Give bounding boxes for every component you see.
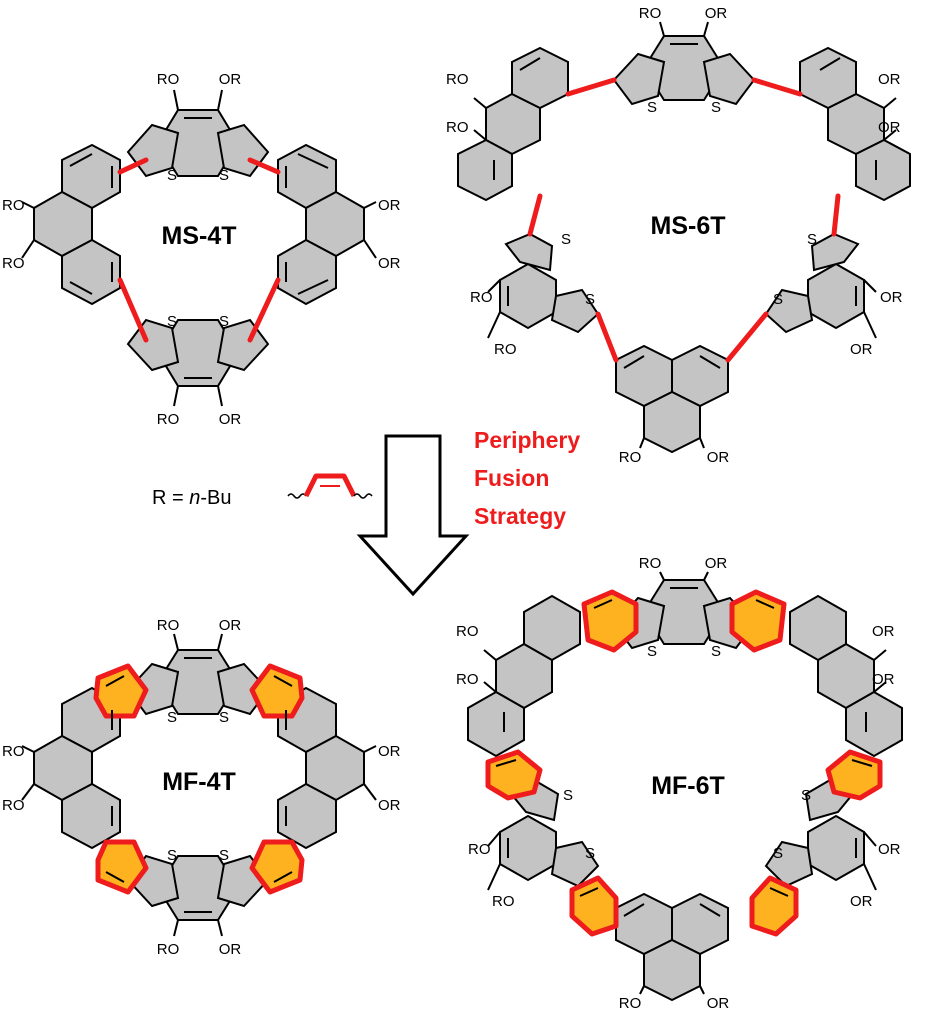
mf4t-rings xyxy=(33,649,365,921)
substituent-label: OR xyxy=(707,449,730,466)
sulfur-atom: S xyxy=(773,845,783,862)
sulfur-atom: S xyxy=(585,845,595,862)
substituent-label: OR xyxy=(707,995,730,1012)
sulfur-atom: S xyxy=(711,643,721,660)
substituent-label: RO xyxy=(468,841,491,858)
substituent-label: RO xyxy=(619,995,642,1012)
substituent-label: OR xyxy=(378,743,401,760)
substituent-label: OR xyxy=(219,71,242,88)
sulfur-atom: S xyxy=(561,231,571,248)
substituent-label: RO xyxy=(2,197,25,214)
ms6t-linkers xyxy=(527,77,841,363)
substituent-label: OR xyxy=(705,555,728,572)
substituent-label: OR xyxy=(880,289,903,306)
substituent-label: RO xyxy=(619,449,642,466)
substituent-label: OR xyxy=(878,841,901,858)
substituent-label: RO xyxy=(470,289,493,306)
molecule-name-ms-6t: MS-6T xyxy=(651,212,726,240)
molecule-ms-6t: RO OR RO RO OR OR RO RO OR OR RO OR S S … xyxy=(446,5,911,466)
substituent-label: RO xyxy=(639,5,662,22)
substituent-label: OR xyxy=(872,671,895,688)
substituent-label: OR xyxy=(378,197,401,214)
sulfur-atom: S xyxy=(585,291,595,308)
sulfur-atom: S xyxy=(167,709,177,726)
reaction-arrow xyxy=(356,434,470,597)
strategy-line: Strategy xyxy=(474,503,566,529)
ms6t-rings xyxy=(457,35,911,454)
mf6t-double-bonds xyxy=(495,587,873,917)
mf4t-substituent-bonds xyxy=(21,633,377,937)
strategy-label: Periphery Fusion Strategy xyxy=(474,427,580,529)
sulfur-atom: S xyxy=(219,847,229,864)
substituent-label: OR xyxy=(378,797,401,814)
sulfur-atom: S xyxy=(647,643,657,660)
substituent-label: OR xyxy=(878,119,901,136)
substituent-label: OR xyxy=(219,411,242,428)
substituent-label: RO xyxy=(157,411,180,428)
ms6t-double-bonds xyxy=(493,43,877,369)
strategy-line: Periphery xyxy=(474,427,580,453)
ms4t-linkers xyxy=(117,157,281,343)
substituent-label: OR xyxy=(378,255,401,272)
molecule-mf-6t: RO OR RO RO OR OR RO RO OR OR RO OR S S … xyxy=(456,555,903,1012)
mf4t-fused-rings xyxy=(93,663,305,895)
substituent-label: OR xyxy=(219,617,242,634)
substituent-label: RO xyxy=(157,941,180,958)
sulfur-atom: S xyxy=(219,313,229,330)
substituent-label: RO xyxy=(456,671,479,688)
substituent-label: RO xyxy=(157,71,180,88)
substituent-label: RO xyxy=(2,797,25,814)
molecule-name-ms-4t: MS-4T xyxy=(162,222,237,250)
substituent-label: OR xyxy=(850,893,873,910)
sulfur-atom: S xyxy=(647,99,657,116)
r-definition: R = n-Bu xyxy=(152,487,232,509)
molecule-name-mf-6t: MF-6T xyxy=(651,772,725,800)
sulfur-atom: S xyxy=(563,787,573,804)
substituent-label: RO xyxy=(2,743,25,760)
butyl-chain-icon xyxy=(287,473,373,499)
strategy-line: Fusion xyxy=(474,465,549,491)
mf4t-double-bonds xyxy=(105,657,293,913)
ms4t-double-bonds xyxy=(69,117,329,379)
down-arrow-icon xyxy=(356,434,470,597)
substituent-label: OR xyxy=(850,341,873,358)
substituent-label: RO xyxy=(639,555,662,572)
ms6t-substituent-bonds xyxy=(473,21,897,449)
substituent-label: RO xyxy=(494,341,517,358)
substituent-label: RO xyxy=(446,119,469,136)
sulfur-atom: S xyxy=(773,291,783,308)
sulfur-atom: S xyxy=(801,787,811,804)
ms4t-substituent-bonds xyxy=(21,89,377,407)
sulfur-atom: S xyxy=(167,167,177,184)
substituent-label: RO xyxy=(157,617,180,634)
substituent-label: RO xyxy=(446,71,469,88)
substituent-label: OR xyxy=(872,623,895,640)
sulfur-atom: S xyxy=(167,847,177,864)
molecule-ms-4t: RO OR RO OR RO RO OR OR S S S S MS-4T xyxy=(2,71,401,428)
substituent-label: OR xyxy=(878,71,901,88)
substituent-label: RO xyxy=(456,623,479,640)
substituent-label: OR xyxy=(705,5,728,22)
substituent-label: RO xyxy=(492,893,515,910)
sulfur-atom: S xyxy=(167,313,177,330)
molecule-name-mf-4t: MF-4T xyxy=(162,768,236,796)
substituent-label: RO xyxy=(2,255,25,272)
sulfur-atom: S xyxy=(219,709,229,726)
substituent-label: OR xyxy=(219,941,242,958)
sulfur-atom: S xyxy=(807,231,817,248)
sulfur-atom: S xyxy=(711,99,721,116)
molecule-mf-4t: RO OR RO OR RO RO OR OR S S S S MF-4T xyxy=(2,617,401,958)
sulfur-atom: S xyxy=(219,167,229,184)
mf6t-substituent-bonds xyxy=(483,571,887,995)
